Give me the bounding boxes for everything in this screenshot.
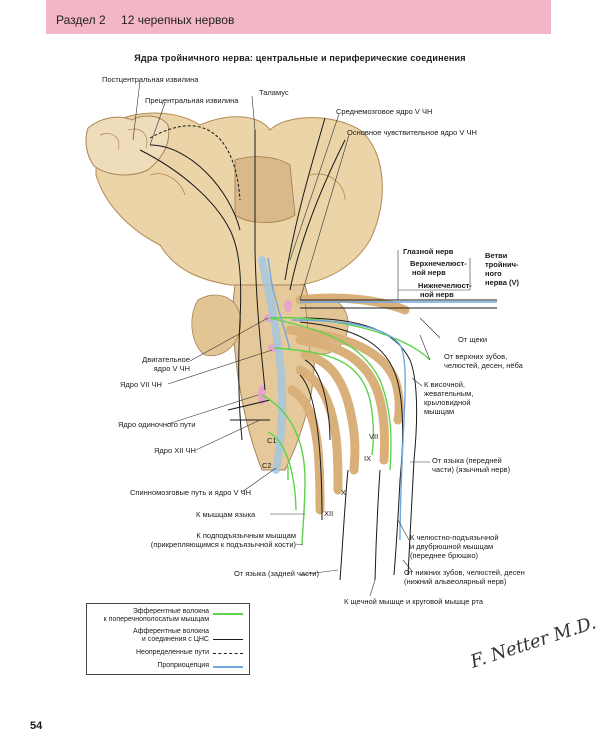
- section-label: Раздел 2: [56, 13, 106, 27]
- legend-efferent-1: Эфферентные волокна: [132, 608, 209, 615]
- label-mandibular-nerve-2: ной нерв: [420, 290, 454, 299]
- label-c1: C1: [267, 436, 277, 445]
- label-motor-nucleus-1: Двигательное: [142, 355, 190, 364]
- label-from-tongue-back: От языка (задней части): [234, 569, 319, 578]
- legend-efferent-swatch: [213, 613, 243, 615]
- legend-proprio-text: Проприоцепция: [157, 662, 209, 669]
- label-c2: C2: [262, 461, 272, 470]
- label-branches-1: Ветви: [485, 251, 508, 260]
- label-precentral-gyrus: Прецентральная извилина: [145, 96, 239, 105]
- label-tongue-muscles: К мышцам языка: [196, 510, 256, 519]
- uncertain-pathway: [149, 125, 241, 201]
- label-postcentral-gyrus: Постцентральная извилина: [102, 75, 199, 84]
- chapter-label: 12 черепных нервов: [121, 13, 235, 27]
- label-cn-ix: IX: [364, 454, 372, 463]
- spinal-tract: [258, 256, 287, 474]
- label-branches-3: ного: [485, 269, 502, 278]
- efferent-pathways: [261, 316, 431, 546]
- label-from-tongue-front-1: От языка (передней: [432, 456, 502, 465]
- afferent-pathways: [139, 117, 497, 581]
- label-infrahyoid-2: (прикрепляющимся к подъязычной кости): [150, 540, 296, 549]
- legend-afferent-2: и соединения с ЦНС: [141, 636, 209, 643]
- label-maxillary-nerve-2: ной нерв: [412, 268, 446, 277]
- label-thalamus: Таламус: [259, 88, 289, 97]
- label-infrahyoid-1: К подподъязычным мышцам: [196, 531, 296, 540]
- label-solitary-nucleus: Ядро одиночного пути: [118, 420, 196, 429]
- label-nucleus-xii: Ядро XII ЧН: [154, 446, 196, 455]
- label-from-upper-2: челюстей, десен, нёба: [444, 361, 523, 370]
- label-cn-x: X: [341, 488, 347, 497]
- label-to-temporal-1: К височной,: [424, 380, 465, 389]
- label-branches-4: нерва (V): [485, 278, 520, 287]
- label-leaders: [132, 80, 471, 597]
- label-nucleus-vii: Ядро VII ЧН: [120, 380, 162, 389]
- page-number: 54: [30, 720, 43, 732]
- label-ophthalmic-nerve: Глазной нерв: [403, 247, 454, 256]
- legend-proprio-swatch: [213, 666, 243, 668]
- label-cn-vii: VII: [369, 432, 379, 441]
- label-from-tongue-front-2: части) (язычный нерв): [432, 465, 511, 474]
- label-from-upper-1: От верхних зубов,: [444, 352, 508, 361]
- label-buccal: К щечной мышце и круговой мышце рта: [344, 597, 484, 606]
- label-to-temporal-4: мышцам: [424, 407, 455, 416]
- brain-coronal-section: [95, 112, 383, 286]
- legend-afferent-1: Афферентные волокна: [132, 628, 209, 635]
- running-header: Раздел 2 12 черепных нервов: [56, 13, 246, 27]
- label-from-lower-1: От нижних зубов, челюстей, десен: [404, 568, 525, 577]
- label-motor-nucleus-2: ядро V ЧН: [153, 364, 190, 373]
- header-band: [46, 0, 551, 34]
- label-spinal-tract: Спинномозговые путь и ядро V ЧН: [130, 488, 252, 497]
- label-branches-2: тройнич-: [485, 260, 519, 269]
- cortex-gyri: [85, 115, 170, 176]
- legend-uncertain-swatch: [213, 653, 243, 654]
- label-principal-sensory-nucleus: Основное чувствительное ядро V ЧН: [347, 128, 477, 137]
- label-to-temporal-3: крыловидной: [424, 398, 471, 407]
- proprioception-pathways: [267, 257, 497, 541]
- label-mylohyoid-3: (переднее брюшко): [410, 551, 478, 560]
- legend-uncertain-text: Неопределенные пути: [136, 649, 209, 656]
- legend-afferent-swatch: [213, 639, 243, 640]
- label-mylohyoid-2: и двубрюшной мышцам: [410, 542, 494, 551]
- label-mylohyoid-1: К челюстно-подъязычной: [410, 533, 499, 542]
- label-from-lower-2: (нижний альвеолярный нерв): [404, 577, 507, 586]
- label-from-cheek: От щеки: [458, 335, 488, 344]
- label-to-temporal-2: жевательным,: [424, 389, 474, 398]
- legend-efferent-2: к поперечнополосатым мышцам: [103, 616, 209, 623]
- label-cn-xii: XII: [324, 509, 334, 518]
- figure-title: Ядра тройничного нерва: центральные и пе…: [134, 53, 466, 63]
- label-midbrain-nucleus: Среднемозговое ядро V ЧН: [336, 107, 433, 116]
- label-maxillary-nerve-1: Верхнечелюст-: [410, 259, 467, 268]
- peripheral-nerve-trunks: [285, 293, 410, 515]
- label-mandibular-nerve-1: Нижнечелюст-: [418, 281, 472, 290]
